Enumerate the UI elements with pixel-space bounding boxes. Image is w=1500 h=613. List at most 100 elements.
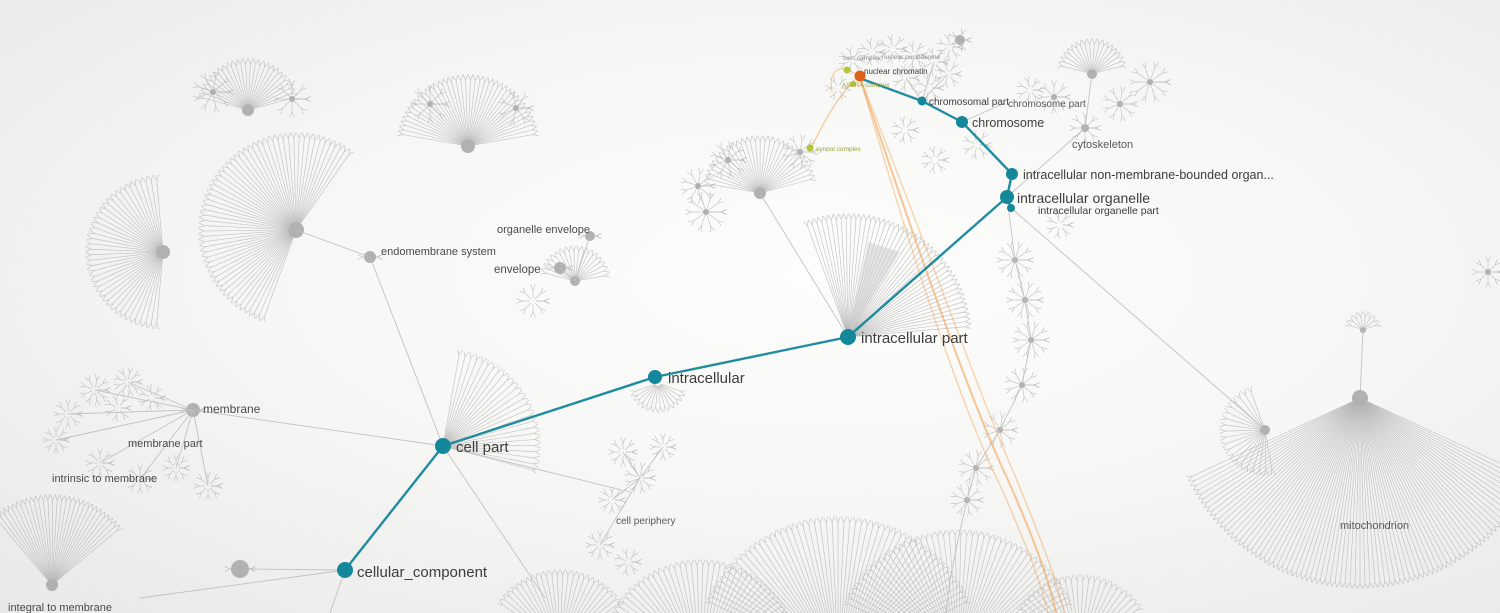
cluster-hub-node[interactable] bbox=[231, 560, 249, 578]
cluster-fan bbox=[858, 38, 886, 66]
cluster-fan bbox=[192, 71, 234, 113]
graph-edge bbox=[369, 256, 444, 447]
node-intracellular-part[interactable] bbox=[840, 329, 856, 345]
node-intracellular[interactable] bbox=[648, 370, 662, 384]
graph-edge bbox=[999, 384, 1023, 431]
highlighted-path-edge bbox=[653, 335, 850, 379]
cluster-hub-node[interactable] bbox=[797, 149, 803, 155]
cluster-hub-node[interactable] bbox=[1051, 94, 1057, 100]
label-mitochondrion: mitochondrion bbox=[1340, 520, 1409, 532]
graph-edge bbox=[1010, 207, 1264, 429]
cluster-fan bbox=[962, 130, 992, 160]
cluster-fan bbox=[982, 412, 1018, 448]
cluster-hub-node[interactable] bbox=[210, 89, 216, 95]
cluster-fan bbox=[42, 426, 70, 454]
cluster-hub-node[interactable] bbox=[955, 35, 965, 45]
graph-edge bbox=[966, 467, 977, 501]
cluster-hub-node[interactable] bbox=[156, 245, 170, 259]
cluster-fan bbox=[1344, 311, 1382, 333]
cluster-fan bbox=[197, 58, 299, 116]
graph-edge bbox=[442, 445, 546, 599]
cluster-hub-node[interactable] bbox=[242, 104, 254, 116]
node-label-cellular-component[interactable]: cellular_component bbox=[357, 564, 488, 581]
cluster-hub-node[interactable] bbox=[1485, 269, 1491, 275]
node-label-intracellular-non-membrane-bounded-organelle[interactable]: intracellular non-membrane-bounded organ… bbox=[1023, 168, 1274, 182]
cluster-hub-node[interactable] bbox=[695, 183, 701, 189]
cluster-fan bbox=[540, 245, 611, 286]
cluster-fan bbox=[958, 450, 994, 486]
cluster-fan bbox=[608, 437, 638, 467]
cluster-hub-node[interactable] bbox=[513, 105, 519, 111]
cluster-fan bbox=[113, 367, 143, 397]
cluster-hub-node[interactable] bbox=[725, 157, 731, 163]
cluster-fan bbox=[516, 284, 550, 318]
node-label-intracellular-part[interactable]: intracellular part bbox=[861, 330, 969, 347]
graph-edge bbox=[975, 429, 1001, 469]
node-cell-part[interactable] bbox=[435, 438, 451, 454]
orange-relation-edge bbox=[859, 77, 1057, 613]
graph-edge bbox=[759, 192, 849, 338]
cluster-fan bbox=[1016, 76, 1044, 104]
cluster-fan bbox=[680, 168, 716, 204]
graph-edge bbox=[599, 477, 641, 546]
cluster-hub-node[interactable] bbox=[461, 139, 475, 153]
node-olive-node-synpol[interactable] bbox=[806, 144, 814, 152]
label-nuclear-chromatin: nuclear chromatin bbox=[864, 67, 928, 76]
graph-edge bbox=[905, 77, 923, 102]
dense-wedge-layer bbox=[848, 242, 900, 337]
graph-edge bbox=[1014, 259, 1026, 301]
cluster-fan bbox=[649, 433, 677, 461]
node-nuclear-chromatin[interactable] bbox=[854, 70, 866, 82]
label-cell-periphery: cell periphery bbox=[616, 516, 675, 527]
node-intracellular-organelle-part[interactable] bbox=[1007, 204, 1015, 212]
cluster-hub-node[interactable] bbox=[1117, 101, 1123, 107]
highlighted-path-edge bbox=[846, 195, 1009, 339]
node-intracellular-organelle[interactable] bbox=[1000, 190, 1014, 204]
label-own-complex: own complex bbox=[843, 55, 882, 62]
cluster-hub-node[interactable] bbox=[427, 101, 433, 107]
highlighted-path-edge bbox=[343, 444, 445, 572]
cluster-fan bbox=[614, 548, 642, 576]
label-chromosome-part: chromosome part bbox=[1008, 99, 1086, 110]
highlighted-path-layer bbox=[343, 77, 1014, 572]
cluster-fan bbox=[1012, 321, 1050, 359]
label-organelle-envelope: organelle envelope bbox=[497, 224, 590, 236]
graph-edge bbox=[574, 235, 591, 282]
node-chromosome[interactable] bbox=[956, 116, 968, 128]
node-label-chromosome[interactable]: chromosome bbox=[972, 116, 1044, 130]
node-label-intracellular-organelle-part[interactable]: intracellular organelle part bbox=[1038, 205, 1159, 217]
label-cytoskeleton: cytoskeleton bbox=[1072, 139, 1133, 151]
cluster-fan bbox=[1006, 281, 1044, 319]
label-membrane-part: membrane part bbox=[128, 438, 203, 450]
cluster-fan bbox=[53, 399, 83, 429]
cluster-fan bbox=[198, 132, 355, 323]
labels-layer: cellular_component cell part intracellular… bbox=[8, 54, 1409, 613]
graph-edge bbox=[961, 102, 1006, 123]
node-chromosomal-part[interactable] bbox=[917, 96, 927, 106]
label-envelope: envelope bbox=[494, 264, 541, 276]
node-cellular-component[interactable] bbox=[337, 562, 353, 578]
graph-edge bbox=[295, 229, 371, 258]
graph-edge bbox=[957, 499, 968, 541]
node-label-cell-part[interactable]: cell part bbox=[456, 439, 509, 456]
graph-edge bbox=[94, 389, 194, 411]
graph-edge bbox=[1024, 299, 1032, 341]
cluster-hub-node[interactable] bbox=[1147, 79, 1153, 85]
cluster-hub-node[interactable] bbox=[46, 579, 58, 591]
node-label-intracellular[interactable]: intracellular bbox=[668, 370, 745, 387]
cluster-fan bbox=[193, 471, 223, 501]
node-olive-node-b[interactable] bbox=[850, 81, 856, 87]
graph-edge bbox=[921, 61, 935, 102]
graph-edge bbox=[127, 381, 194, 411]
graph-edge bbox=[949, 539, 959, 581]
cluster-hub-node[interactable] bbox=[703, 209, 709, 215]
graph-edge bbox=[99, 409, 194, 464]
node-label-intracellular-organelle[interactable]: intracellular organelle bbox=[1017, 190, 1150, 206]
cluster-hub-node[interactable] bbox=[289, 96, 295, 102]
cluster-fan bbox=[624, 462, 656, 494]
node-intracellular-non-membrane-bounded-organelle[interactable] bbox=[1006, 168, 1018, 180]
node-olive-node-a[interactable] bbox=[843, 66, 851, 74]
highlighted-path-edge bbox=[860, 77, 924, 103]
node-label-chromosomal-part[interactable]: chromosomal part bbox=[929, 97, 1009, 108]
